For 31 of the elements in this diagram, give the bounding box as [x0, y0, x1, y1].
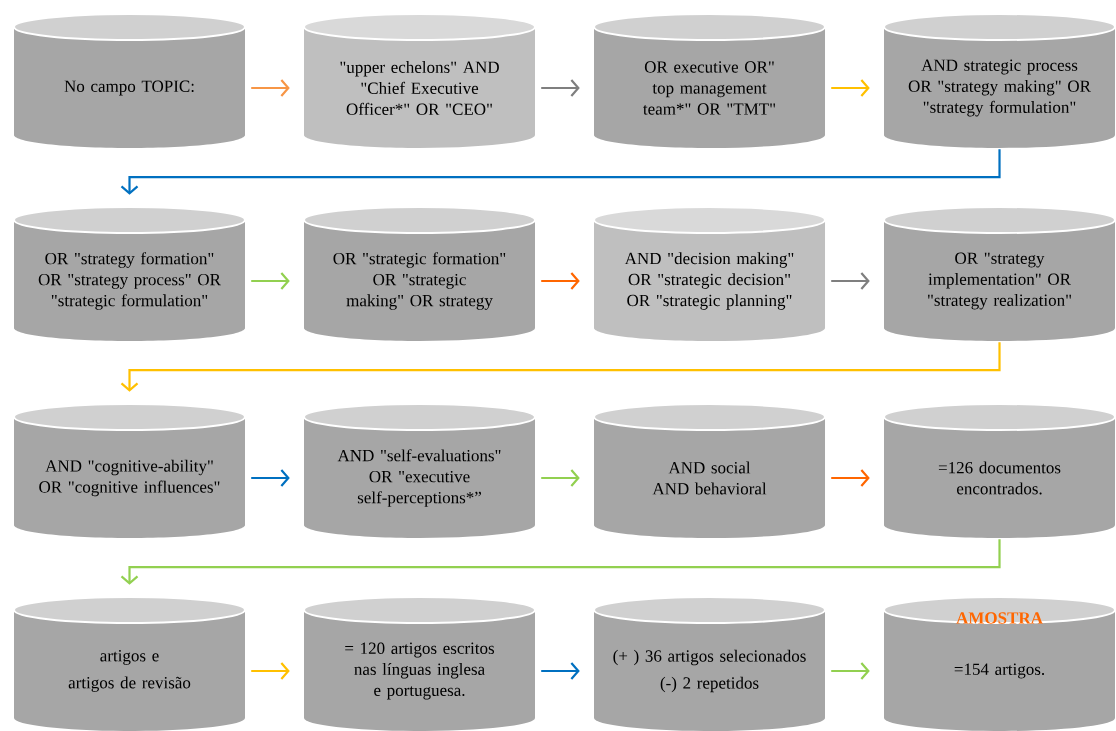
database-cylinder: "upper echelons" AND "Chief Executive Officer*" OR "CEO"	[303, 13, 536, 148]
arrow	[251, 662, 290, 680]
arrow	[541, 469, 580, 487]
database-cylinder: AND strategic process OR "strategy making" OR "strategy formulation"	[883, 13, 1116, 148]
arrow	[251, 469, 290, 487]
arrow	[120, 342, 1001, 392]
database-cylinder: AND "cognitive-ability" OR "cognitive influences"	[13, 403, 246, 538]
database-cylinder: =126 documentos encontrados.	[883, 403, 1116, 538]
database-cylinder: AMOSTRA =154 artigos.	[883, 596, 1116, 731]
arrow	[831, 469, 870, 487]
arrow	[120, 539, 1001, 585]
database-cylinder: AND social AND behavioral	[593, 403, 826, 538]
arrow	[541, 79, 580, 97]
database-cylinder: = 120 artigos escritos nas línguas inglesa e portuguesa.	[303, 596, 536, 731]
arrow	[120, 149, 1001, 195]
database-cylinder: (+ ) 36 artigos selecionados (-) 2 repetidos	[593, 596, 826, 731]
arrow	[541, 272, 580, 290]
database-cylinder: AND "decision making" OR "strategic decision" OR "strategic planning"	[593, 206, 826, 341]
database-cylinder: OR "strategy formation" OR "strategy process" OR "strategic formulation"	[13, 206, 246, 341]
arrow	[251, 272, 290, 290]
database-cylinder: AND "self-evaluations" OR "executive self-perceptions*”	[303, 403, 536, 538]
arrow	[831, 662, 870, 680]
database-cylinder: artigos e artigos de revisão	[13, 596, 246, 731]
arrow	[831, 272, 870, 290]
database-cylinder: OR executive OR" top management team*" OR "TMT"	[593, 13, 826, 148]
arrow	[251, 79, 290, 97]
arrow	[831, 79, 870, 97]
database-cylinder: No campo TOPIC:	[13, 13, 246, 148]
database-cylinder: OR "strategic formation" OR "strategic making" OR strategy	[303, 206, 536, 341]
arrow	[541, 662, 580, 680]
database-cylinder: OR "strategy implementation" OR "strategy realization"	[883, 206, 1116, 341]
